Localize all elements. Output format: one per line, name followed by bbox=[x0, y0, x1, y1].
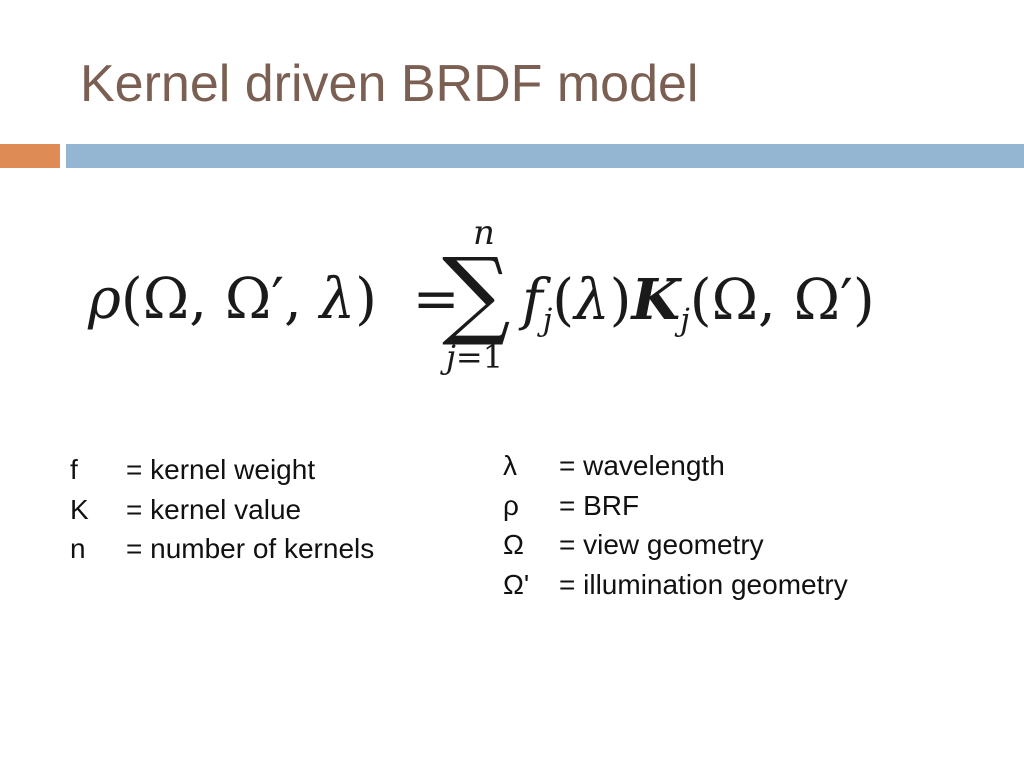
sum-start: =1 bbox=[455, 338, 504, 376]
legend-definition: = wavelength bbox=[559, 450, 725, 481]
eq-lparen: ( bbox=[120, 267, 143, 332]
eq-lparen: ( bbox=[552, 268, 575, 333]
eq-rparen: ) bbox=[355, 267, 377, 332]
eq-omega-prime: Ω bbox=[793, 268, 841, 333]
eq-lambda: λ bbox=[574, 268, 610, 333]
eq-subscript-j: j bbox=[542, 301, 553, 338]
eq-K: K bbox=[631, 267, 681, 333]
eq-equals: = bbox=[412, 267, 460, 332]
legend-symbol: n bbox=[70, 533, 86, 564]
legend-symbol: K bbox=[70, 493, 89, 525]
sum-index: j bbox=[446, 338, 456, 376]
legend-row: Ω' = illumination geometry bbox=[503, 565, 848, 605]
legend-row: f = kernel weight bbox=[70, 450, 374, 490]
summation-symbol: ∑ bbox=[442, 237, 511, 349]
eq-subscript-j: j bbox=[680, 301, 690, 338]
sum-upper-limit: n bbox=[473, 213, 495, 253]
eq-prime: ′ bbox=[271, 267, 284, 332]
equation-lhs: ρ(Ω, Ω′, λ) = bbox=[88, 267, 460, 332]
slide-title: Kernel driven BRDF model bbox=[80, 55, 699, 113]
legend-definition: = view geometry bbox=[559, 529, 764, 560]
legend-symbol: λ bbox=[503, 450, 517, 481]
legend-definition: = kernel weight bbox=[126, 454, 316, 485]
legend-definition: = number of kernels bbox=[126, 533, 375, 564]
eq-rparen: ) bbox=[852, 268, 875, 333]
legend-right: λ = wavelength ρ = BRF Ω = view geometry Ω'… bbox=[503, 446, 848, 604]
accent-bar-orange bbox=[0, 144, 60, 168]
eq-comma: , bbox=[758, 268, 776, 333]
legend-symbol: Ω bbox=[503, 529, 524, 560]
eq-f: f bbox=[522, 268, 543, 333]
legend-left: f = kernel weight K = kernel value n = numb… bbox=[70, 450, 374, 569]
eq-comma: , bbox=[284, 267, 302, 332]
legend-definition: = BRF bbox=[559, 489, 640, 521]
legend-row: λ = wavelength bbox=[503, 446, 848, 486]
eq-omega: Ω bbox=[711, 268, 759, 333]
legend-symbol: ρ bbox=[503, 489, 519, 521]
sum-lower-limit: j=1 bbox=[446, 338, 503, 376]
legend-symbol: Ω' bbox=[503, 568, 530, 600]
legend-row: ρ = BRF bbox=[503, 486, 848, 526]
eq-prime: ′ bbox=[840, 268, 853, 333]
eq-lambda: λ bbox=[319, 267, 356, 332]
legend-definition: = kernel value bbox=[126, 493, 302, 525]
eq-omega-prime: Ω bbox=[224, 267, 272, 332]
legend-row: Ω = view geometry bbox=[503, 525, 848, 565]
accent-bar-blue bbox=[66, 144, 1024, 168]
eq-rparen: ) bbox=[609, 268, 632, 333]
legend-definition: = illumination geometry bbox=[559, 568, 848, 600]
eq-rho: ρ bbox=[88, 267, 121, 332]
eq-comma: , bbox=[189, 267, 208, 332]
brdf-equation: ρ(Ω, Ω′, λ) = n ∑ j=1 fj(λ)Kj(Ω, Ω′) bbox=[80, 210, 920, 395]
eq-lparen: ( bbox=[689, 268, 712, 333]
legend-row: n = number of kernels bbox=[70, 529, 374, 569]
legend-symbol: f bbox=[70, 454, 78, 485]
eq-omega: Ω bbox=[142, 267, 190, 332]
equation-rhs: fj(λ)Kj(Ω, Ω′) bbox=[522, 267, 875, 338]
legend-row: K = kernel value bbox=[70, 490, 374, 530]
